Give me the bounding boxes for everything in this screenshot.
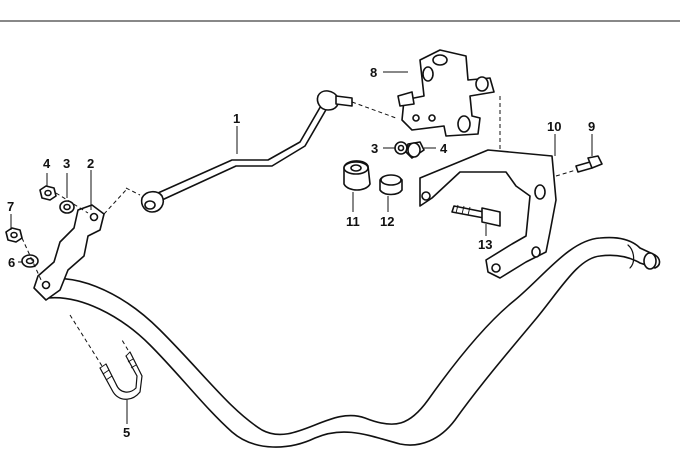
callout-11: 11 — [346, 214, 360, 229]
nut-4-left — [39, 185, 57, 201]
washer-3-right — [394, 141, 408, 155]
bush-4-right — [405, 141, 425, 159]
brake-pressure-valve — [397, 49, 495, 137]
callout-10: 10 — [547, 119, 561, 134]
callout-12: 12 — [380, 214, 394, 229]
callout-7: 7 — [7, 199, 14, 214]
bolt-9 — [555, 155, 603, 177]
callout-3: 3 — [63, 156, 70, 171]
callout-3: 3 — [371, 141, 378, 156]
mounting-bracket-right — [419, 149, 557, 279]
washer-6 — [21, 254, 39, 268]
rubber-bushing-11 — [343, 160, 371, 191]
callout-1: 1 — [233, 111, 240, 126]
callout-5: 5 — [123, 425, 130, 440]
callout-9: 9 — [588, 119, 595, 134]
callout-8: 8 — [370, 65, 377, 80]
linkage-rod — [103, 90, 397, 215]
bolt-13 — [451, 204, 501, 227]
callout-4: 4 — [440, 141, 448, 156]
callout-6: 6 — [8, 255, 15, 270]
mounting-bracket-left — [33, 204, 105, 301]
callout-4: 4 — [43, 156, 51, 171]
washer-3-left — [59, 200, 75, 214]
sleeve-12 — [379, 174, 403, 196]
nut-7 — [5, 227, 23, 243]
callout-2: 2 — [87, 156, 94, 171]
u-bolt — [69, 314, 143, 400]
callout-13: 13 — [478, 237, 492, 252]
stabilizer-bar — [37, 236, 661, 448]
